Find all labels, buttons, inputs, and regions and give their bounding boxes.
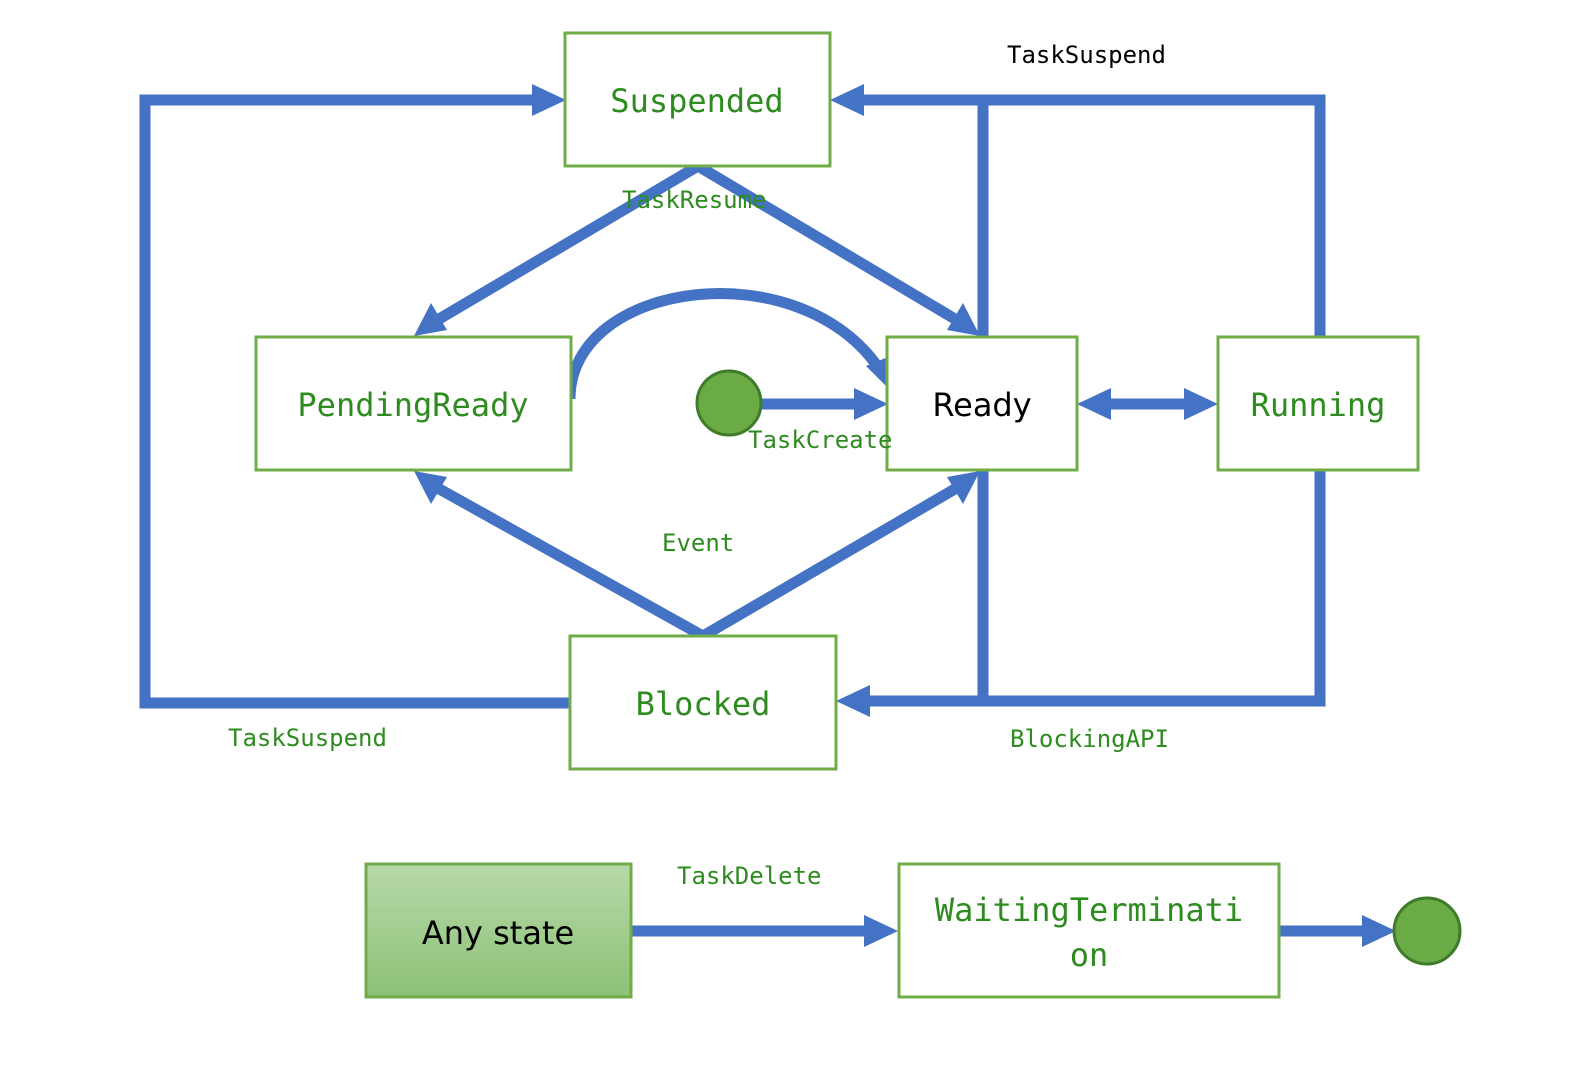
arrowhead-into-suspended-left — [532, 84, 566, 116]
suspended-label: Suspended — [610, 82, 783, 120]
anystate-box — [364, 862, 633, 999]
arrowhead-into-ready-top — [947, 303, 980, 336]
arrowhead-into-blocked — [836, 685, 870, 717]
final-node — [1392, 896, 1462, 966]
waitingtermination-label-line1: WaitingTerminati — [935, 891, 1243, 929]
anystate-label: Any state — [422, 914, 574, 952]
ready-state-box — [885, 335, 1079, 472]
state-boxes — [254, 31, 1420, 999]
arrowheads — [414, 84, 1396, 947]
blockingapi-label: BlockingAPI — [1010, 725, 1169, 753]
tasksuspend-bottom-label: TaskSuspend — [228, 724, 387, 752]
blocked-label: Blocked — [636, 685, 771, 723]
pendingready-state-box — [254, 335, 573, 472]
arrowhead-into-ready-right — [1077, 388, 1111, 420]
ready-label: Ready — [932, 386, 1031, 424]
edge-running-to-blocked — [866, 470, 1326, 707]
tasksuspend-top-label: TaskSuspend — [1007, 41, 1166, 69]
taskdelete-label: TaskDelete — [677, 862, 822, 890]
edge-blocked-to-suspended — [139, 94, 570, 709]
initial-node — [695, 369, 763, 437]
event-label: Event — [662, 529, 734, 557]
arrowhead-initial-into-ready — [854, 388, 888, 420]
suspended-state-box — [563, 31, 832, 168]
arrowhead-into-pendingready-bottom — [414, 471, 447, 504]
blocked-state-box — [568, 634, 838, 771]
edge-pendingready-to-ready-arc — [564, 288, 885, 400]
taskresume-label: TaskResume — [622, 186, 767, 214]
edge-blocked-to-pendingready — [431, 481, 706, 641]
waitingtermination-label-line2: on — [1070, 936, 1109, 974]
pendingready-label: PendingReady — [297, 386, 528, 424]
running-label: Running — [1251, 386, 1386, 424]
transition-labels: TaskSuspend TaskResume TaskCreate Event … — [228, 41, 1169, 890]
arrowhead-into-pendingready-top — [414, 303, 447, 336]
arrowhead-into-suspended-right — [830, 84, 864, 116]
waitingtermination-state-box — [897, 862, 1281, 999]
arrowhead-into-final — [1362, 915, 1396, 947]
arrowhead-into-ready-bottom — [947, 471, 980, 504]
edge-running-to-suspended — [862, 94, 1326, 337]
arrowhead-into-waiting — [864, 915, 898, 947]
connectors — [139, 94, 1366, 937]
taskcreate-label: TaskCreate — [748, 426, 893, 454]
state-labels: Suspended PendingReady Ready Running Blo… — [297, 82, 1385, 974]
arrowhead-into-running — [1184, 388, 1218, 420]
edge-blocked-to-ready — [700, 481, 963, 641]
edge-suspended-to-pendingready — [431, 161, 701, 327]
running-state-box — [1216, 335, 1420, 472]
edge-suspended-to-ready — [695, 161, 963, 327]
